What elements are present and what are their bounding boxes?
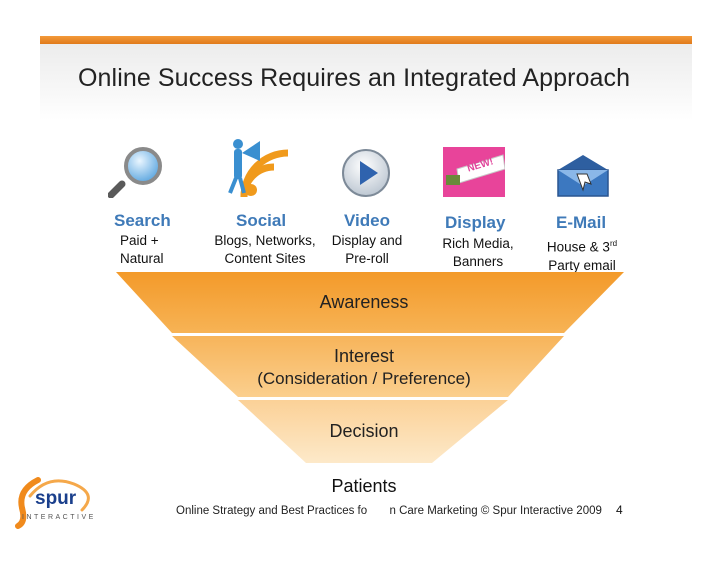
title-band	[40, 44, 692, 120]
funnel-stage-awareness	[116, 272, 624, 333]
footer-text: Online Strategy and Best Practices fo n …	[176, 505, 602, 517]
channel-desc-video: Display and Pre-roll	[328, 232, 406, 268]
desc-line: Banners	[452, 254, 504, 269]
desc-line: Natural	[120, 251, 164, 266]
channel-name-video: Video	[344, 211, 390, 230]
desc-line: House & 3rd	[538, 235, 626, 257]
desc-line: Blogs, Networks,	[214, 233, 316, 248]
desc-line: Content Sites	[224, 251, 306, 266]
spur-logo-icon	[15, 477, 90, 529]
stage-label-awareness: Awareness	[319, 292, 409, 312]
desc-line: Rich Media,	[442, 236, 514, 251]
desc-superscript: rd	[609, 239, 618, 248]
magnifier-icon	[108, 147, 162, 198]
page-number: 4	[616, 503, 623, 517]
stage-label-decision: Decision	[329, 421, 399, 441]
desc-text: House & 3	[546, 239, 610, 255]
desc-line: Paid +	[120, 233, 159, 248]
desc-line: Display and	[331, 233, 403, 248]
megaphone-rss-icon	[228, 139, 289, 198]
channel-name-social: Social	[236, 211, 287, 230]
funnel-outcome: Patients	[331, 476, 397, 496]
channel-name-email: E-Mail	[556, 213, 607, 232]
desc-line: Pre-roll	[345, 251, 389, 266]
stage-label-interest: Interest	[333, 346, 395, 366]
channel-desc-social: Blogs, Networks, Content Sites	[206, 232, 324, 268]
logo-wordmark: spur	[35, 488, 77, 509]
channel-name-search: Search	[114, 211, 171, 230]
logo-tagline: INTERACTIVE	[22, 514, 96, 521]
envelope-icon	[557, 155, 609, 197]
channel-desc-search: Paid + Natural	[120, 232, 164, 268]
stage-sublabel-interest: (Consideration / Preference)	[257, 369, 471, 388]
title-accent-bar	[40, 36, 692, 44]
channel-name-display: Display	[445, 213, 506, 232]
slide-title: Online Success Requires an Integrated Ap…	[78, 64, 631, 92]
funnel-stage-interest	[172, 336, 564, 397]
funnel-stage-decision	[238, 400, 508, 463]
play-button-icon	[342, 149, 390, 197]
channel-desc-email: House & 3rd Party email	[538, 235, 626, 275]
channel-desc-display: Rich Media, Banners	[432, 235, 524, 271]
desc-line: Party email	[548, 257, 616, 273]
